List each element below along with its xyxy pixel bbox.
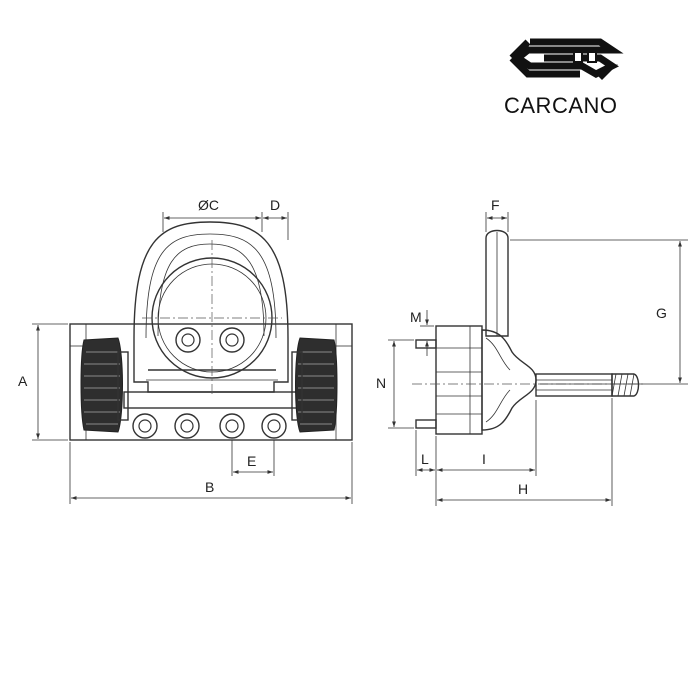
dim-label-d: D [270, 197, 280, 213]
side-view: F G M N L I H [376, 197, 688, 506]
lower-pin [415, 419, 437, 429]
right-knob [291, 337, 338, 433]
base-disc [435, 325, 483, 435]
carcano-logo-icon [509, 38, 624, 80]
bolt-shaft [535, 373, 613, 397]
dim-label-m: M [410, 309, 422, 325]
upper-bolts [175, 327, 245, 353]
dim-label-a: A [18, 373, 28, 389]
left-knob [80, 337, 129, 433]
dim-label-g: G [656, 305, 667, 321]
dim-label-f: F [491, 197, 500, 213]
thread-end [611, 373, 640, 397]
brand-name: CARCANO [504, 93, 618, 118]
dim-label-l: L [421, 451, 429, 467]
dim-label-c: ØC [198, 197, 219, 213]
front-view: ØC D A E B [18, 197, 353, 504]
dim-label-e: E [247, 453, 256, 469]
dim-label-n: N [376, 375, 386, 391]
lifting-ring-outer [133, 221, 289, 393]
knob-hub [481, 329, 537, 431]
dim-label-i: I [482, 451, 486, 467]
dim-label-b: B [205, 479, 214, 495]
lower-bolts [132, 413, 287, 439]
base-plate [69, 323, 353, 441]
lug-plate [485, 229, 509, 337]
upper-pin [415, 339, 437, 349]
dim-label-h: H [518, 481, 528, 497]
pivot-bar [123, 391, 301, 409]
